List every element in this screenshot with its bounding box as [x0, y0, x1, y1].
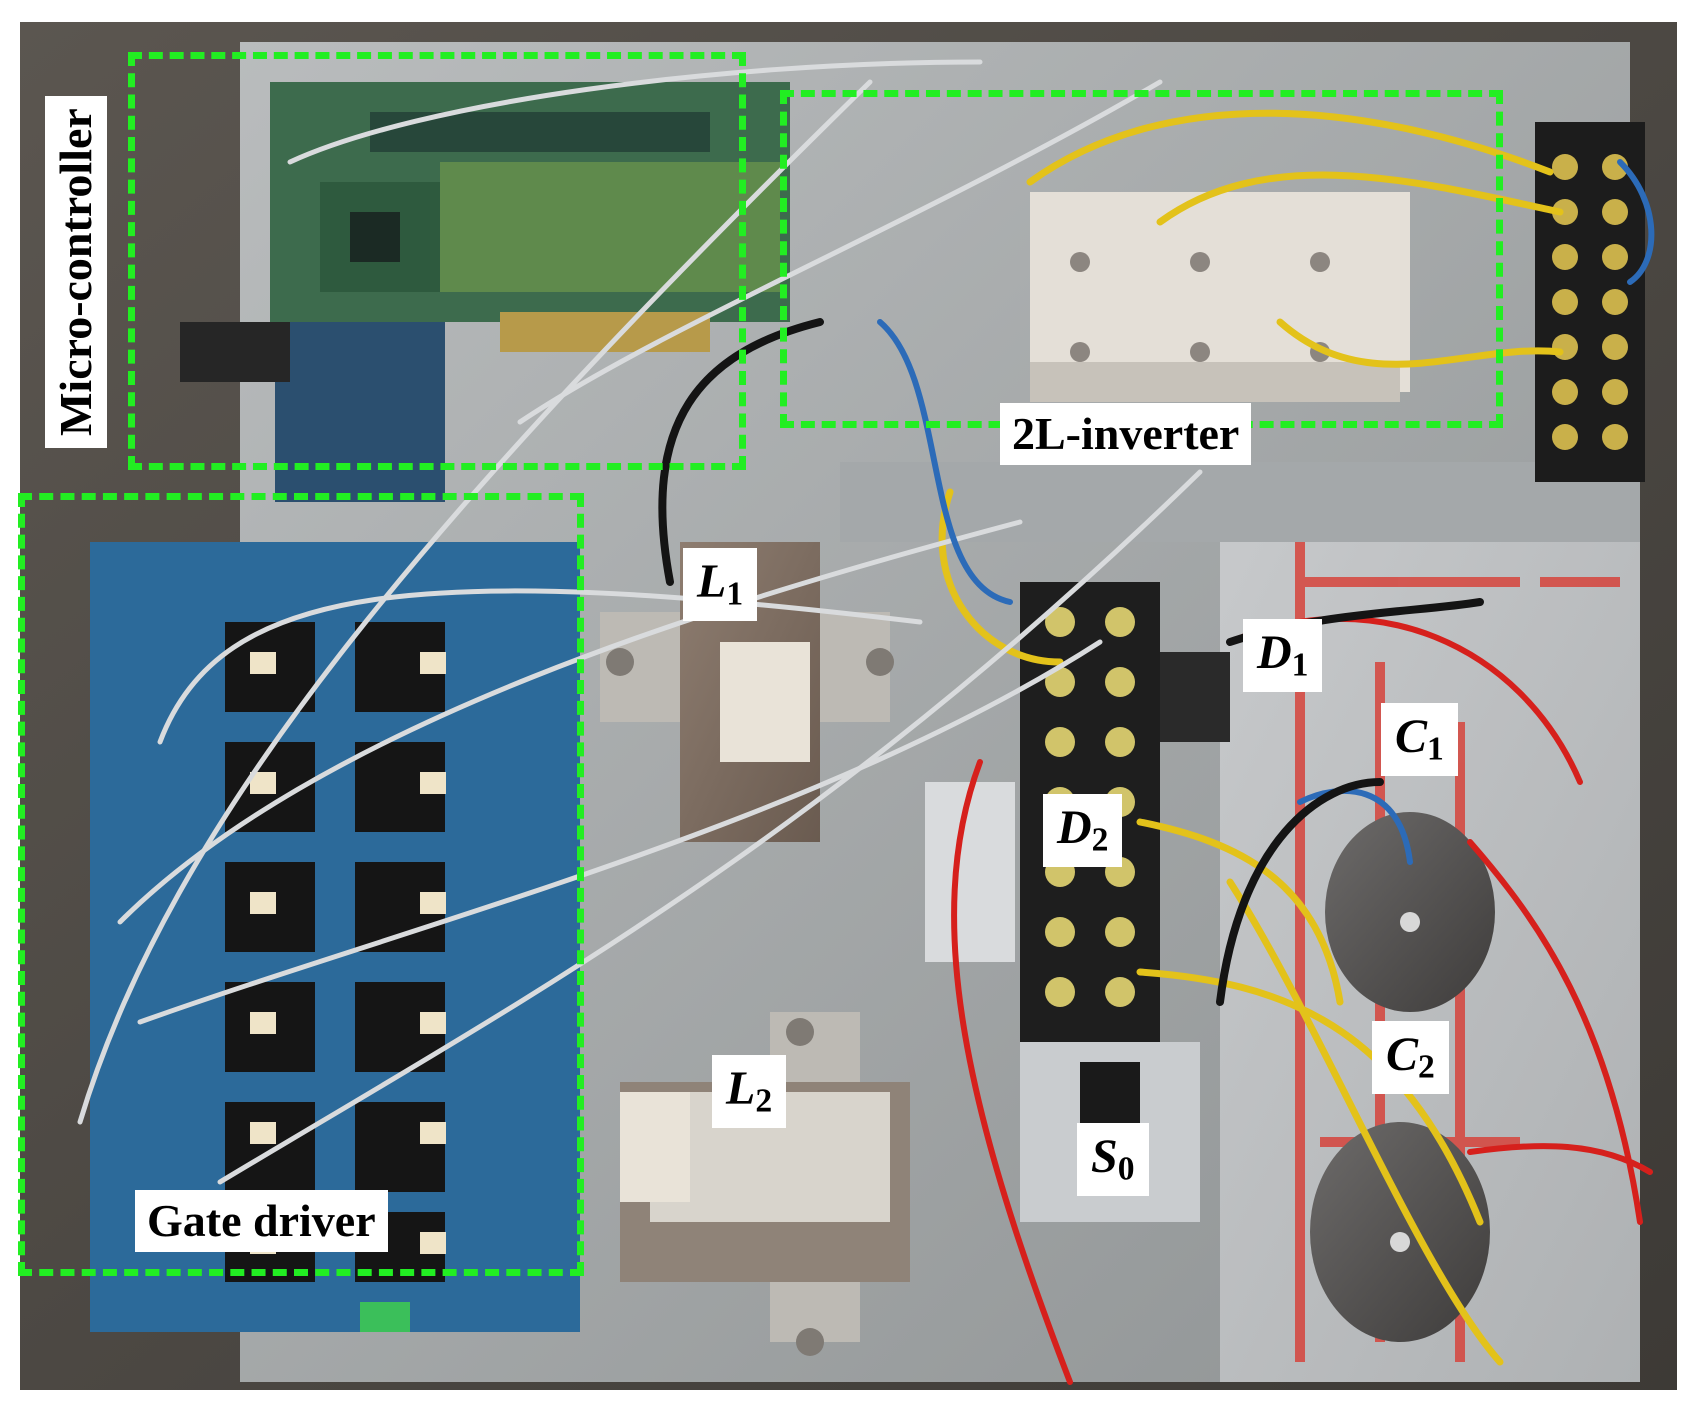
label-l2: L2 — [712, 1055, 787, 1128]
label-c1: C1 — [1381, 703, 1458, 776]
gate-driver-region — [18, 493, 584, 1276]
micro-controller-label: Micro-controller — [45, 96, 107, 448]
inverter-label: 2L-inverter — [1000, 403, 1252, 465]
label-c2: C2 — [1372, 1021, 1449, 1094]
label-d2: D2 — [1043, 794, 1123, 867]
terminal-block-inverter — [1535, 122, 1645, 482]
wiring — [77, 59, 1655, 1385]
capacitor-c1 — [1325, 812, 1495, 1012]
inverter-module — [840, 192, 1640, 542]
inverter-region — [780, 90, 1503, 428]
micro-controller-region — [128, 52, 746, 470]
label-d1: D1 — [1243, 619, 1323, 692]
gate-driver-label: Gate driver — [135, 1190, 388, 1252]
label-s0: S0 — [1077, 1123, 1149, 1196]
microcontroller-board — [180, 82, 790, 502]
label-l1: L1 — [683, 548, 758, 621]
